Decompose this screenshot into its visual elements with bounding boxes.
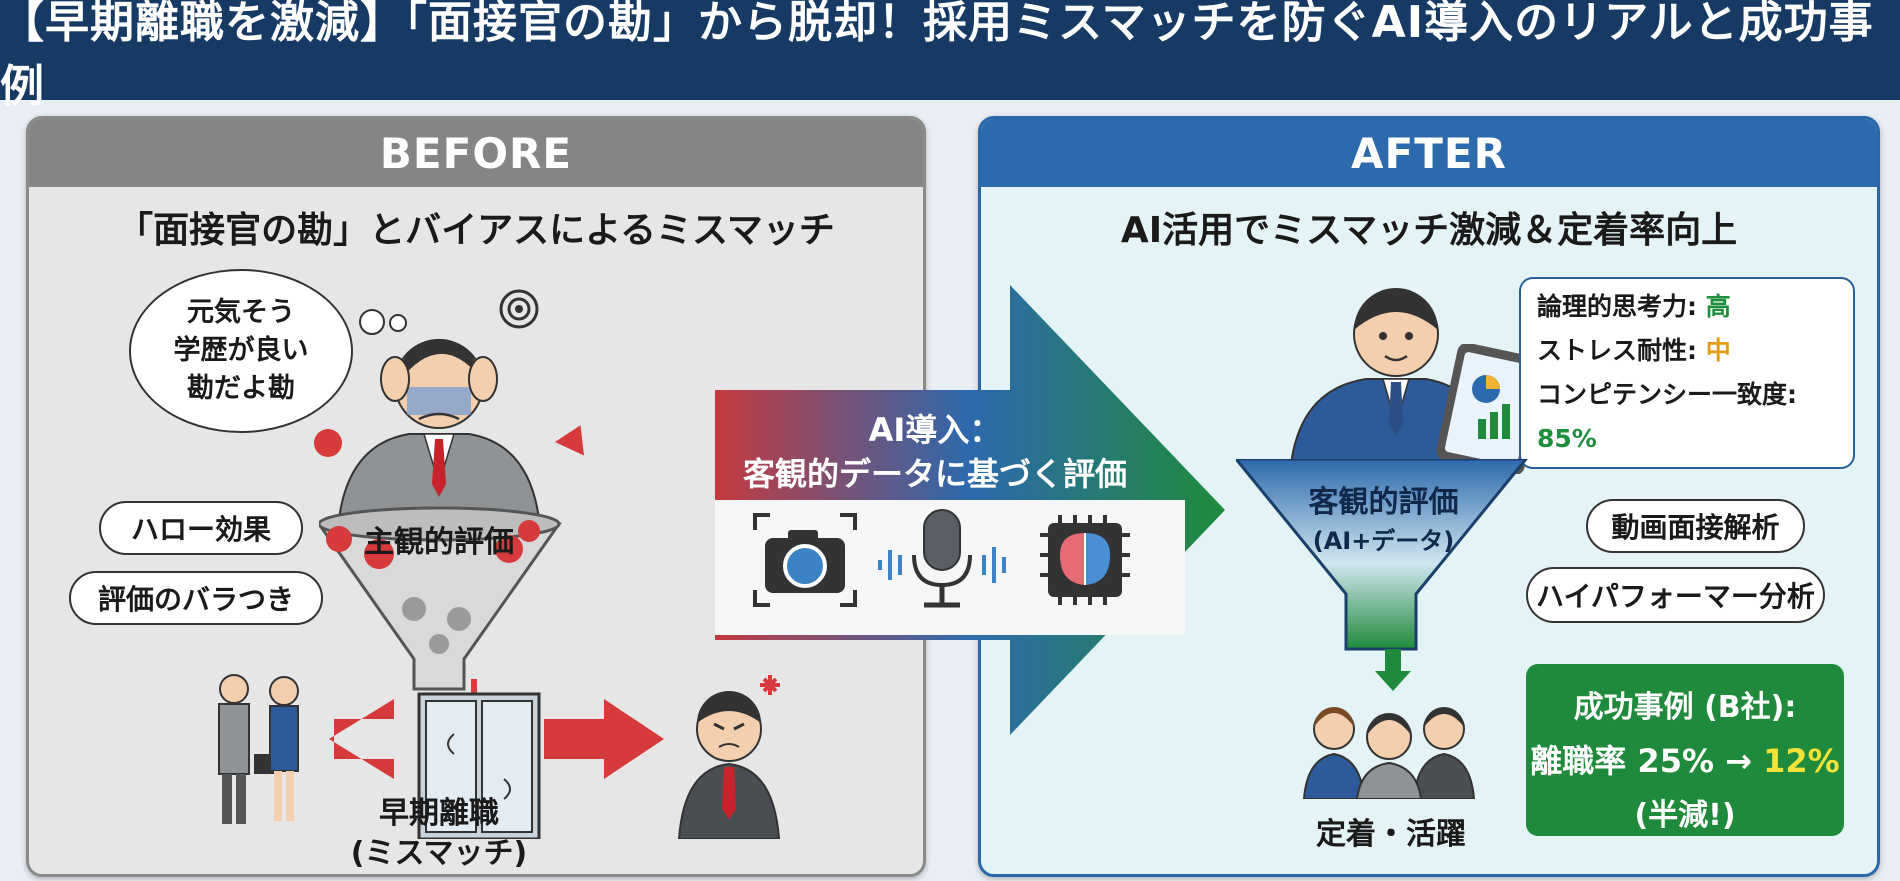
metric-row: 論理的思考力: 高 bbox=[1537, 285, 1837, 329]
thought-line: 学歴が良い bbox=[173, 335, 309, 366]
metric-label: ストレス耐性: bbox=[1537, 336, 1706, 365]
before-funnel-label: 主観的評価 bbox=[364, 525, 514, 560]
metric-value: 高 bbox=[1705, 292, 1731, 321]
turnover-rate-before: 離職率 25% → bbox=[1530, 742, 1764, 780]
retained-team-illustration bbox=[1302, 707, 1476, 799]
thought-dot-icon bbox=[389, 314, 407, 332]
metric-value: 85% bbox=[1537, 424, 1597, 453]
outcome-line1: 早期離職 bbox=[379, 796, 499, 831]
after-heading: AFTER bbox=[981, 119, 1877, 187]
after-funnel-label: 客観的評価 (AI+データ) bbox=[1291, 477, 1476, 556]
anger-mark-icon bbox=[760, 675, 780, 695]
analysis-tag-video-interview: 動画面接解析 bbox=[1586, 499, 1805, 553]
metric-value: 中 bbox=[1705, 336, 1731, 365]
bias-tag-halo-effect: ハロー効果 bbox=[99, 501, 303, 555]
metric-label: 論理的思考力: bbox=[1537, 292, 1706, 321]
turnover-rate: 離職率 25% → 12% bbox=[1526, 736, 1844, 782]
transition-line1: AI導入： bbox=[868, 411, 1002, 449]
bias-tag-evaluation-variance: 評価のバラつき bbox=[69, 571, 323, 625]
ai-brain-chip-icon bbox=[1040, 515, 1130, 605]
analysis-tag-high-performer: ハイパフォーマー分析 bbox=[1526, 567, 1825, 623]
thought-line: 勘だよ勘 bbox=[187, 373, 295, 404]
down-arrow-icon bbox=[1375, 649, 1411, 691]
metric-row: ストレス耐性: 中 bbox=[1537, 329, 1837, 373]
before-panel: BEFORE 「面接官の勘」とバイアスによるミスマッチ 元気そう 学歴が良い 勘… bbox=[26, 116, 926, 877]
after-subtitle: AI活用でミスマッチ激減＆定着率向上 bbox=[1120, 210, 1738, 251]
before-subtitle: 「面接官の勘」とバイアスによるミスマッチ bbox=[117, 210, 835, 251]
thought-dot-icon bbox=[359, 309, 385, 335]
funnel-label-line1: 客観的評価 bbox=[1308, 485, 1459, 520]
interviewer-thought-bubble: 元気そう 学歴が良い 勘だよ勘 bbox=[129, 269, 353, 433]
transition-caption: AI導入： 客観的データに基づく評価へ bbox=[740, 408, 1130, 540]
outcome-line2: (ミスマッチ) bbox=[350, 836, 528, 871]
success-title: 成功事例 (B社): bbox=[1573, 690, 1797, 725]
confusion-swirl-icon bbox=[499, 289, 539, 329]
before-heading: BEFORE bbox=[29, 119, 923, 187]
page-title: 【早期離職を激減】「面接官の勘」から脱却！採用ミスマッチを防ぐAI導入のリアルと… bbox=[0, 0, 1900, 112]
before-outcome-label: 早期離職 (ミスマッチ) bbox=[339, 794, 539, 874]
ai-evaluation-funnel bbox=[1236, 459, 1528, 651]
camera-icon bbox=[753, 513, 857, 607]
microphone-icon bbox=[878, 509, 1006, 608]
metric-row: コンピテンシー一致度: 85% bbox=[1537, 373, 1837, 461]
candidate-metrics-card: 論理的思考力: 高 ストレス耐性: 中 コンピテンシー一致度: 85% bbox=[1519, 277, 1855, 469]
turnover-rate-after: 12% bbox=[1763, 742, 1840, 780]
funnel-label-line2: (AI+データ) bbox=[1312, 527, 1455, 555]
transition-line2: 客観的データに基づく評価へ bbox=[742, 455, 1127, 537]
confused-interviewer-illustration bbox=[319, 289, 562, 691]
team-label: 定着・活躍 bbox=[1316, 817, 1466, 852]
success-case-card: 成功事例 (B社): 離職率 25% → 12% (半減!) bbox=[1526, 664, 1844, 836]
thought-line: 元気そう bbox=[187, 297, 295, 328]
success-note: (半減!) bbox=[1634, 798, 1736, 833]
early-turnover-illustration bbox=[218, 674, 781, 839]
alert-splash-icon bbox=[314, 429, 342, 457]
metric-label: コンピテンシー一致度: bbox=[1537, 380, 1797, 409]
tablet-dashboard-icon bbox=[1436, 344, 1546, 474]
